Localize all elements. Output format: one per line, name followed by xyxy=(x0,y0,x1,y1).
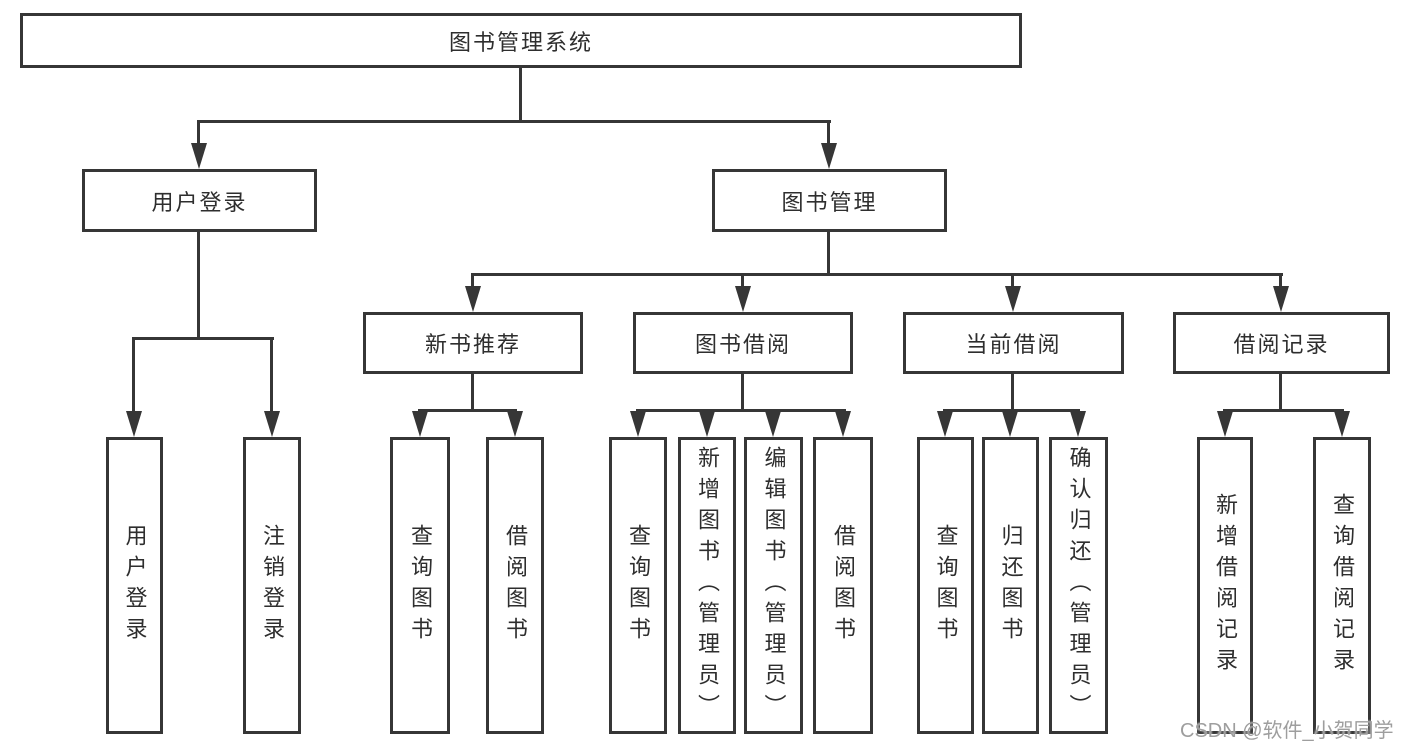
node-user-login: 用户登录 xyxy=(82,169,317,232)
leaf-label: 借阅图书 xyxy=(503,523,528,648)
connector-line xyxy=(132,337,274,340)
leaf-label: 查询图书 xyxy=(408,523,433,648)
node-label: 当前借阅 xyxy=(965,332,1062,357)
connector-line xyxy=(471,374,474,409)
node-current-borrowing: 当前借阅 xyxy=(903,312,1124,374)
connector-line xyxy=(471,273,1283,276)
node-label: 图书借阅 xyxy=(694,332,791,357)
connector-line xyxy=(519,68,522,120)
leaf-logout: 注销登录 xyxy=(243,437,301,734)
arrowhead-down-icon xyxy=(835,411,851,437)
connector-line xyxy=(418,409,517,412)
leaf-query-books-borrowing: 查询图书 xyxy=(609,437,667,734)
connector-line xyxy=(270,337,273,413)
arrowhead-down-icon xyxy=(765,411,781,437)
arrowhead-down-icon xyxy=(937,411,953,437)
arrowhead-down-icon xyxy=(630,411,646,437)
arrowhead-down-icon xyxy=(412,411,428,437)
arrowhead-down-icon xyxy=(1334,411,1350,437)
node-book-management: 图书管理 xyxy=(712,169,947,232)
leaf-label: 借阅图书 xyxy=(831,523,856,648)
arrowhead-down-icon xyxy=(264,411,280,437)
leaf-label: 注销登录 xyxy=(260,523,285,648)
node-label: 借阅记录 xyxy=(1233,332,1330,357)
arrowhead-down-icon xyxy=(126,411,142,437)
leaf-query-books-recommend: 查询图书 xyxy=(390,437,450,734)
node-label: 图书管理 xyxy=(781,189,878,215)
arrowhead-down-icon xyxy=(1217,411,1233,437)
leaf-query-borrow-record: 查询借阅记录 xyxy=(1313,437,1371,734)
leaf-label: 新增图书（管理员） xyxy=(695,446,720,725)
node-borrowing-records: 借阅记录 xyxy=(1173,312,1390,374)
connector-line xyxy=(943,409,1080,412)
leaf-edit-books-admin: 编辑图书（管理员） xyxy=(744,437,803,734)
leaf-add-books-admin: 新增图书（管理员） xyxy=(678,437,736,734)
connector-line xyxy=(197,120,831,123)
leaf-label: 编辑图书（管理员） xyxy=(761,446,787,725)
connector-line xyxy=(827,232,830,273)
leaf-return-books: 归还图书 xyxy=(982,437,1039,734)
leaf-label: 查询借阅记录 xyxy=(1330,492,1355,679)
connector-line xyxy=(1279,374,1282,409)
connector-line xyxy=(741,273,744,289)
connector-line xyxy=(132,337,135,413)
arrowhead-down-icon xyxy=(465,286,481,312)
arrowhead-down-icon xyxy=(191,143,207,169)
node-book-borrowing: 图书借阅 xyxy=(633,312,853,374)
csdn-watermark: CSDN @软件_小贺同学 xyxy=(1180,720,1394,742)
connector-line xyxy=(741,374,744,409)
leaf-confirm-return-admin: 确认归还（管理员） xyxy=(1049,437,1108,734)
connector-line xyxy=(827,120,830,146)
node-label: 图书管理系统 xyxy=(448,29,593,55)
arrowhead-down-icon xyxy=(1070,411,1086,437)
arrowhead-down-icon xyxy=(1005,286,1021,312)
leaf-label: 归还图书 xyxy=(998,523,1024,648)
connector-line xyxy=(1011,374,1014,409)
connector-line xyxy=(636,409,846,412)
arrowhead-down-icon xyxy=(735,286,751,312)
leaf-add-borrow-record: 新增借阅记录 xyxy=(1197,437,1253,734)
leaf-label: 用户登录 xyxy=(122,523,148,648)
arrowhead-down-icon xyxy=(1002,411,1018,437)
leaf-borrow-books-recommend: 借阅图书 xyxy=(486,437,544,734)
connector-line xyxy=(1011,273,1014,289)
connector-line xyxy=(197,232,200,337)
node-label: 用户登录 xyxy=(151,189,248,215)
arrowhead-down-icon xyxy=(507,411,523,437)
leaf-borrow-books: 借阅图书 xyxy=(813,437,873,734)
leaf-label: 确认归还（管理员） xyxy=(1066,446,1092,725)
arrowhead-down-icon xyxy=(1273,286,1289,312)
arrowhead-down-icon xyxy=(699,411,715,437)
connector-line xyxy=(471,273,474,289)
connector-line xyxy=(197,120,200,146)
leaf-label: 新增借阅记录 xyxy=(1213,492,1238,679)
node-new-book-recommend: 新书推荐 xyxy=(363,312,583,374)
node-book-management-system: 图书管理系统 xyxy=(20,13,1022,68)
connector-line xyxy=(1279,273,1282,289)
leaf-label: 查询图书 xyxy=(626,523,651,648)
leaf-label: 查询图书 xyxy=(933,523,959,648)
leaf-query-books-current: 查询图书 xyxy=(917,437,974,734)
node-label: 新书推荐 xyxy=(424,332,521,357)
arrowhead-down-icon xyxy=(821,143,837,169)
leaf-user-login: 用户登录 xyxy=(106,437,163,734)
connector-line xyxy=(1223,409,1344,412)
